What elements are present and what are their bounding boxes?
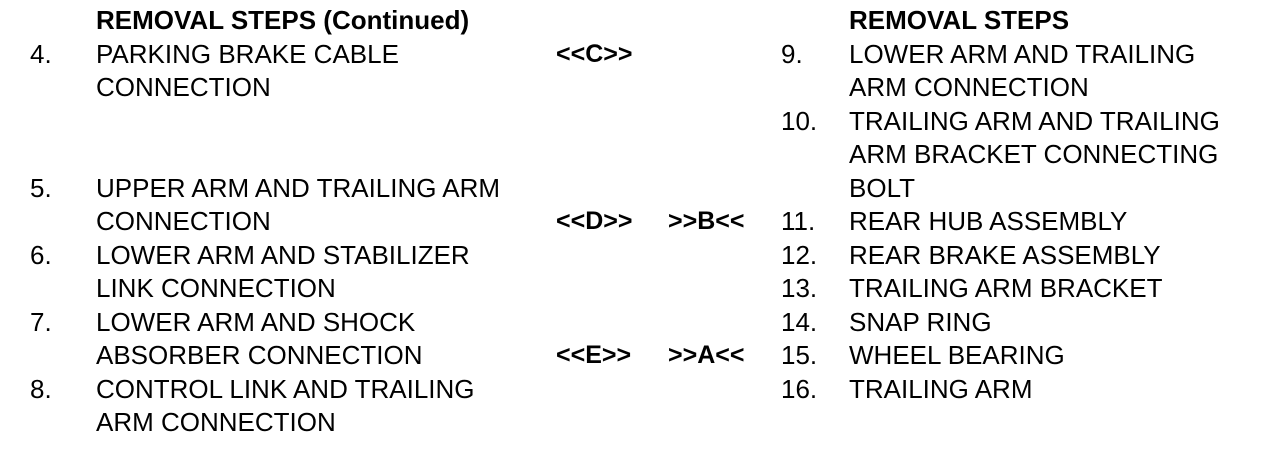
right-step-number: 10. (781, 105, 818, 136)
marker-c: <<C>> (556, 39, 633, 68)
row-3: CONNECTION ARM CONNECTION (0, 71, 1280, 105)
left-step-text: CONTROL LINK AND TRAILING (96, 373, 475, 404)
right-step-text: TRAILING ARM AND TRAILING (849, 105, 1220, 136)
left-column-header: REMOVAL STEPS (Continued) (96, 5, 470, 35)
row-2: 4. PARKING BRAKE CABLE <<C>> 9. LOWER AR… (0, 38, 1280, 72)
row-4: 10. TRAILING ARM AND TRAILING (0, 105, 1280, 139)
row-10: 7. LOWER ARM AND SHOCK 14. SNAP RING (0, 306, 1280, 340)
left-step-text: CONNECTION (96, 72, 271, 102)
left-step-text: ARM CONNECTION (96, 407, 336, 437)
row-12: 8. CONTROL LINK AND TRAILING 16. TRAILIN… (0, 373, 1280, 407)
left-step-text: LOWER ARM AND SHOCK (96, 306, 416, 337)
left-step-number: 5. (30, 172, 52, 203)
row-8: 6. LOWER ARM AND STABILIZER 12. REAR BRA… (0, 239, 1280, 273)
row-13: ARM CONNECTION (0, 406, 1280, 440)
left-step-text: PARKING BRAKE CABLE (96, 38, 399, 69)
left-step-text: LINK CONNECTION (96, 273, 336, 303)
right-step-text: ARM BRACKET CONNECTING (849, 139, 1219, 169)
left-step-text: CONNECTION (96, 206, 271, 236)
left-step-number: 4. (30, 38, 52, 69)
right-step-number: 14. (781, 306, 818, 337)
left-step-text: LOWER ARM AND STABILIZER (96, 239, 470, 270)
row-6: 5. UPPER ARM AND TRAILING ARM BOLT (0, 172, 1280, 206)
right-step-text: TRAILING ARM (849, 373, 1033, 404)
marker-b: >>B<< (668, 207, 745, 235)
left-step-text: UPPER ARM AND TRAILING ARM (96, 172, 501, 203)
right-step-text: ARM CONNECTION (849, 72, 1089, 102)
right-step-text: TRAILING ARM BRACKET (849, 273, 1163, 303)
marker-d: <<D>> (556, 207, 633, 235)
left-step-number: 8. (30, 373, 52, 404)
left-step-number: 7. (30, 306, 52, 337)
right-step-number: 16. (781, 373, 818, 404)
marker-e: <<E>> (556, 341, 632, 369)
right-step-number: 12. (781, 239, 818, 270)
row-headers: REMOVAL STEPS (Continued) REMOVAL STEPS (0, 4, 1280, 38)
right-step-text: REAR HUB ASSEMBLY (849, 206, 1128, 236)
row-7: CONNECTION <<D>> >>B<< 11. REAR HUB ASSE… (0, 205, 1280, 239)
right-column-header: REMOVAL STEPS (849, 5, 1070, 35)
right-step-number: 13. (781, 273, 818, 303)
marker-a: >>A<< (668, 341, 745, 369)
right-step-text: REAR BRAKE ASSEMBLY (849, 239, 1161, 270)
right-step-number: 15. (781, 340, 818, 370)
row-9: LINK CONNECTION 13. TRAILING ARM BRACKET (0, 272, 1280, 306)
right-step-number: 9. (781, 38, 803, 69)
row-11: ABSORBER CONNECTION <<E>> >>A<< 15. WHEE… (0, 339, 1280, 373)
row-5: ARM BRACKET CONNECTING (0, 138, 1280, 172)
left-step-text: ABSORBER CONNECTION (96, 340, 423, 370)
right-step-text: BOLT (849, 172, 915, 203)
right-step-text: LOWER ARM AND TRAILING (849, 38, 1196, 69)
right-step-text: WHEEL BEARING (849, 340, 1065, 370)
right-step-number: 11. (781, 206, 816, 236)
left-step-number: 6. (30, 239, 52, 270)
right-step-text: SNAP RING (849, 306, 992, 337)
